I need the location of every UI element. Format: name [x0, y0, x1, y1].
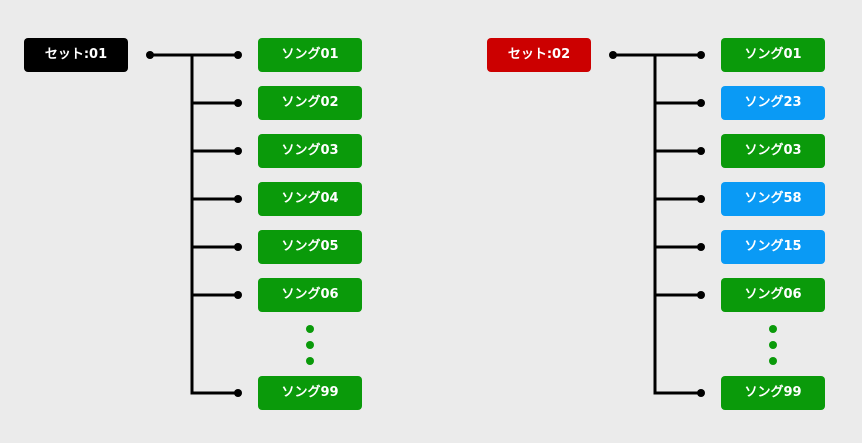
song-box: ソング99	[258, 376, 362, 410]
song-box: ソング06	[258, 278, 362, 312]
branch-dot	[697, 195, 705, 203]
branch-dot	[234, 195, 242, 203]
ellipsis-dot	[769, 357, 777, 365]
song-box: ソング02	[258, 86, 362, 120]
song-box: ソング03	[258, 134, 362, 168]
song-box: ソング23	[721, 86, 825, 120]
branch-dot	[234, 51, 242, 59]
song-box: ソング03	[721, 134, 825, 168]
branch-dot	[697, 147, 705, 155]
song-box: ソング05	[258, 230, 362, 264]
song-box: ソング01	[721, 38, 825, 72]
song-box: ソング01	[258, 38, 362, 72]
branch-dot	[234, 389, 242, 397]
set-box-2: セット:02	[487, 38, 591, 72]
ellipsis-dot	[306, 357, 314, 365]
song-box: ソング15	[721, 230, 825, 264]
song-box: ソング58	[721, 182, 825, 216]
branch-dot	[697, 51, 705, 59]
branch-dot	[697, 243, 705, 251]
ellipsis-dot	[769, 325, 777, 333]
song-box: ソング06	[721, 278, 825, 312]
set-box-1: セット:01	[24, 38, 128, 72]
branch-dot	[234, 147, 242, 155]
song-box: ソング04	[258, 182, 362, 216]
branch-dot	[697, 291, 705, 299]
branch-dot	[234, 291, 242, 299]
ellipsis-dot	[306, 341, 314, 349]
branch-dot	[234, 99, 242, 107]
ellipsis-dot	[306, 325, 314, 333]
branch-dot	[697, 99, 705, 107]
ellipsis-dot	[769, 341, 777, 349]
branch-dot	[697, 389, 705, 397]
branch-dot	[234, 243, 242, 251]
song-box: ソング99	[721, 376, 825, 410]
